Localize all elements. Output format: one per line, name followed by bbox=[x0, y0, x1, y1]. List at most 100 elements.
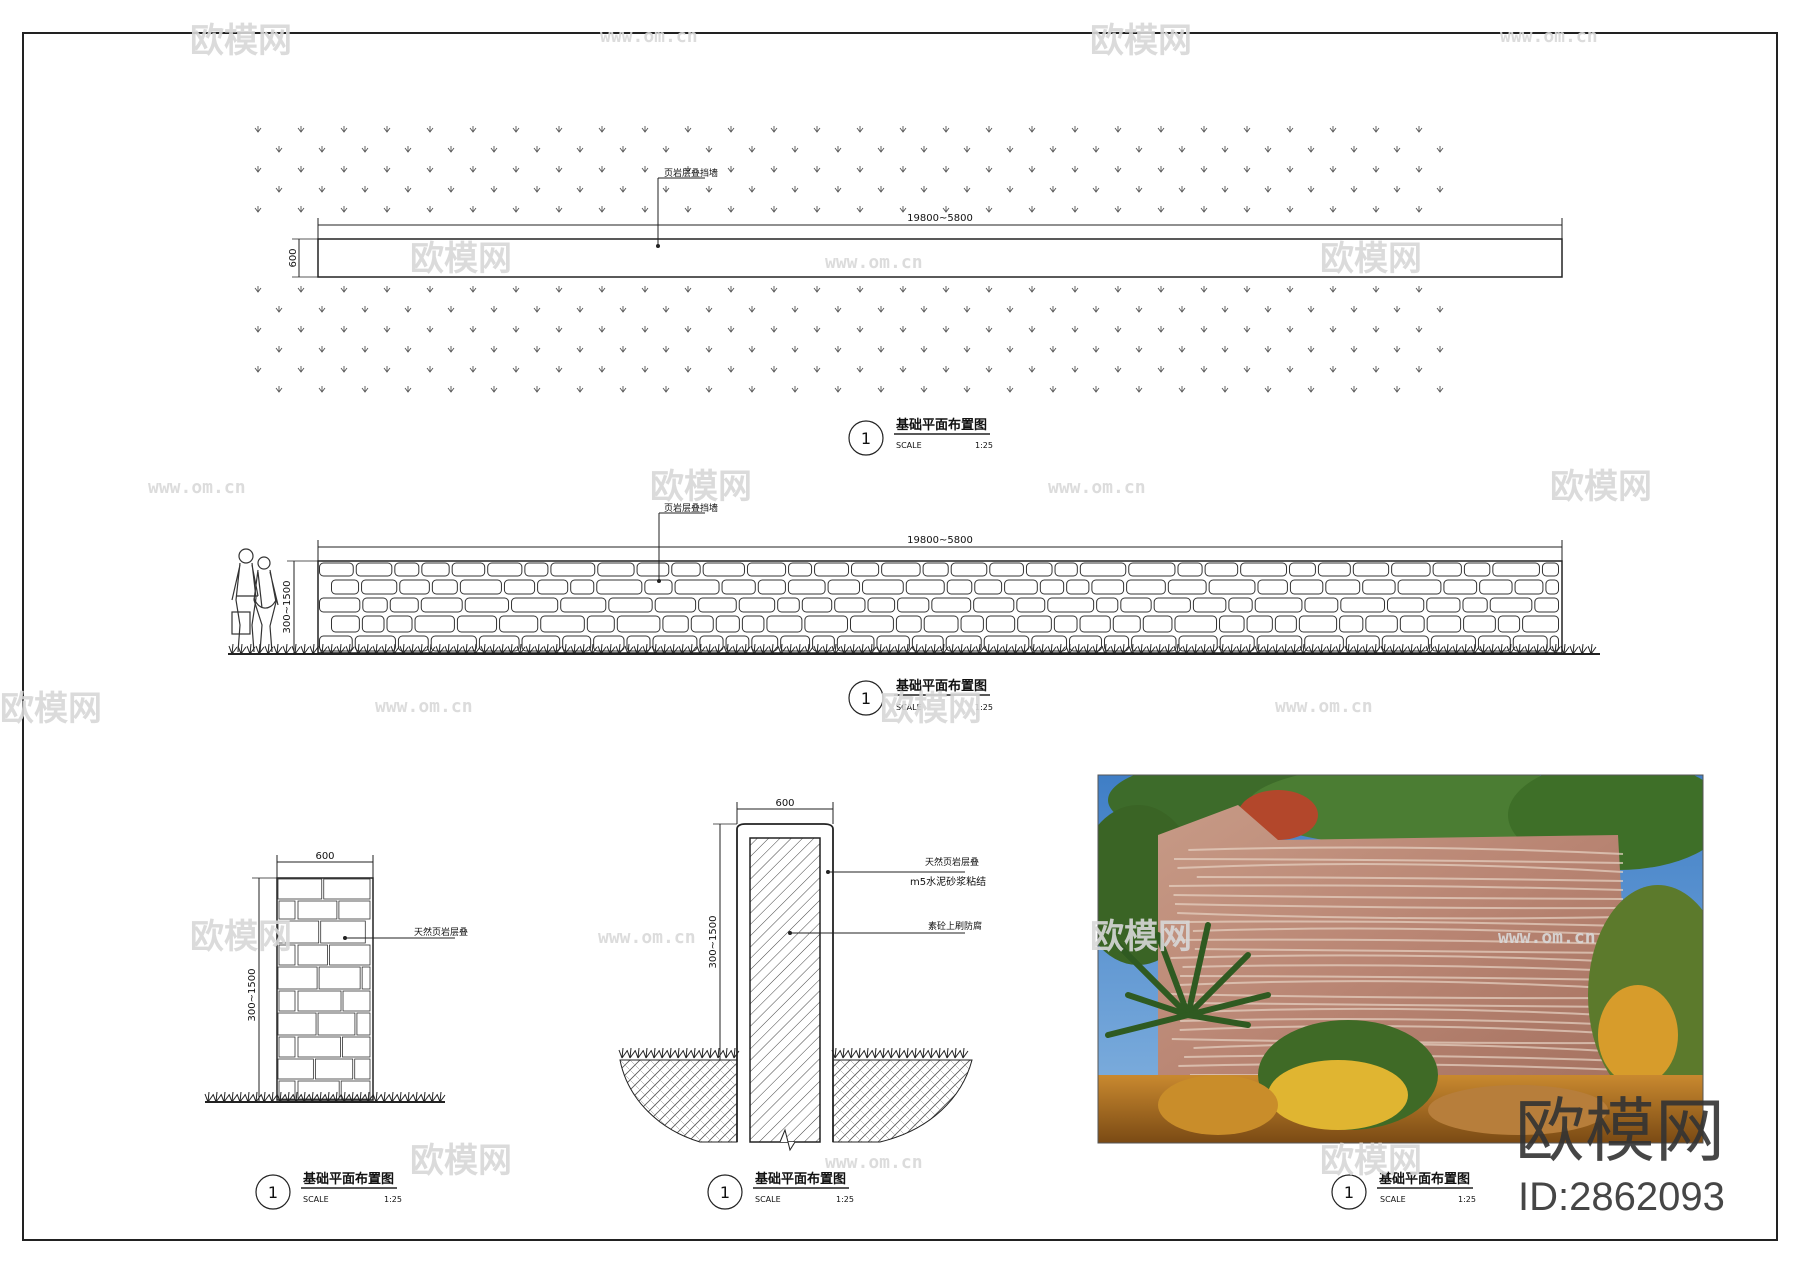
grass-tuft bbox=[436, 1091, 446, 1103]
grass-tuft bbox=[1569, 643, 1579, 655]
wall-stone bbox=[911, 635, 944, 652]
wall-stone bbox=[1352, 562, 1390, 577]
wall-stone bbox=[698, 597, 737, 613]
grass-symbol bbox=[770, 126, 778, 133]
grass-tuft bbox=[975, 643, 985, 655]
wall-stone bbox=[1549, 635, 1560, 652]
stone-wall-elevation bbox=[319, 562, 1560, 652]
grass-symbol bbox=[275, 146, 283, 153]
section-title-number: 1 bbox=[720, 1183, 730, 1202]
grass-symbol bbox=[877, 146, 885, 153]
grass-tuft bbox=[795, 643, 805, 655]
grass-symbol bbox=[1157, 326, 1165, 333]
wall-stone bbox=[1397, 579, 1442, 595]
grass-tuft bbox=[282, 643, 292, 655]
side-scale-value: 1:25 bbox=[384, 1195, 402, 1204]
grass-tuft bbox=[300, 1091, 310, 1103]
grass-tuft bbox=[939, 643, 949, 655]
grass-symbol bbox=[1092, 186, 1100, 193]
grass-symbol bbox=[383, 126, 391, 133]
grass-tuft bbox=[1191, 643, 1201, 655]
wall-stone bbox=[1103, 635, 1130, 652]
photo-stone-layer bbox=[1188, 846, 1624, 855]
reference-photo: 1 基础平面布置图 SCALE 1:25 bbox=[1097, 774, 1704, 1210]
watermark-url: www.om.cn bbox=[598, 927, 696, 948]
wall-stone bbox=[867, 597, 896, 613]
wall-stone bbox=[397, 635, 429, 652]
grass-symbol bbox=[942, 206, 950, 213]
section-leader-3: 素砼上刷防腐 bbox=[928, 920, 982, 932]
grass-symbol bbox=[1157, 126, 1165, 133]
plan-title-number: 1 bbox=[861, 429, 871, 448]
grass-symbol bbox=[1436, 306, 1444, 313]
grass-symbol bbox=[426, 206, 434, 213]
grass-symbol bbox=[985, 286, 993, 293]
grass-symbol bbox=[254, 326, 262, 333]
wall-stone bbox=[277, 878, 323, 900]
wall-stone bbox=[570, 579, 595, 595]
grass-symbol bbox=[318, 146, 326, 153]
wall-stone bbox=[1208, 579, 1256, 595]
wall-stone bbox=[1432, 562, 1462, 577]
wall-stone bbox=[319, 597, 361, 613]
grass-symbol bbox=[662, 146, 670, 153]
wall-stone bbox=[702, 562, 745, 577]
wall-stone bbox=[1304, 597, 1339, 613]
sheet-border bbox=[22, 32, 1778, 1241]
wall-stone bbox=[1054, 562, 1078, 577]
grass-symbol bbox=[1264, 346, 1272, 353]
grass-symbol bbox=[1393, 346, 1401, 353]
grass-symbol bbox=[1135, 146, 1143, 153]
grass-tuft bbox=[839, 1047, 849, 1059]
grass-symbol bbox=[1415, 326, 1423, 333]
grass-tuft bbox=[324, 1091, 334, 1103]
wall-stone bbox=[787, 579, 826, 595]
grass-tuft bbox=[876, 643, 886, 655]
wall-stone bbox=[1153, 597, 1191, 613]
grass-symbol bbox=[1114, 366, 1122, 373]
grass-tuft bbox=[951, 1047, 961, 1059]
grass-tuft bbox=[1317, 643, 1327, 655]
grass-symbol bbox=[426, 126, 434, 133]
grass-symbol bbox=[1264, 186, 1272, 193]
grass-symbol bbox=[856, 326, 864, 333]
grass-tuft bbox=[911, 1047, 921, 1059]
grass-symbol bbox=[275, 386, 283, 393]
grass-symbol bbox=[576, 186, 584, 193]
grass-symbol bbox=[1415, 166, 1423, 173]
grass-tuft bbox=[1029, 643, 1039, 655]
wall-stone bbox=[1204, 562, 1239, 577]
grass-tuft bbox=[1425, 643, 1435, 655]
grass-symbol bbox=[254, 166, 262, 173]
grass-symbol bbox=[1286, 166, 1294, 173]
grass-symbol bbox=[275, 306, 283, 313]
grass-field bbox=[254, 126, 1444, 393]
grass-symbol bbox=[1221, 386, 1229, 393]
grass-tuft bbox=[1047, 643, 1057, 655]
watermark-url: www.om.cn bbox=[825, 252, 923, 273]
photo-title: 基础平面布置图 bbox=[1378, 1171, 1470, 1187]
grass-tuft bbox=[552, 643, 562, 655]
grass-symbol bbox=[942, 366, 950, 373]
grass-symbol bbox=[598, 286, 606, 293]
grass-tuft bbox=[706, 1047, 716, 1059]
grass-tuft bbox=[759, 643, 769, 655]
wall-stone bbox=[1039, 579, 1065, 595]
wall-stone bbox=[319, 635, 353, 652]
grass-tuft bbox=[722, 1047, 732, 1059]
wall-stone bbox=[1126, 579, 1166, 595]
watermark-brand: 欧模网 bbox=[410, 1141, 512, 1181]
grass-tuft bbox=[1407, 643, 1417, 655]
wall-stone bbox=[386, 615, 413, 633]
side-title-number: 1 bbox=[268, 1183, 278, 1202]
wall-stone bbox=[671, 562, 701, 577]
grass-symbol bbox=[426, 166, 434, 173]
grass-tuft bbox=[903, 1047, 913, 1059]
grass-symbol bbox=[469, 126, 477, 133]
wall-stone bbox=[320, 920, 366, 944]
wall-stone bbox=[314, 1058, 354, 1080]
grass-tuft bbox=[228, 1091, 238, 1103]
grass-symbol bbox=[576, 386, 584, 393]
grass-symbol bbox=[963, 386, 971, 393]
wall-stone bbox=[1096, 597, 1119, 613]
